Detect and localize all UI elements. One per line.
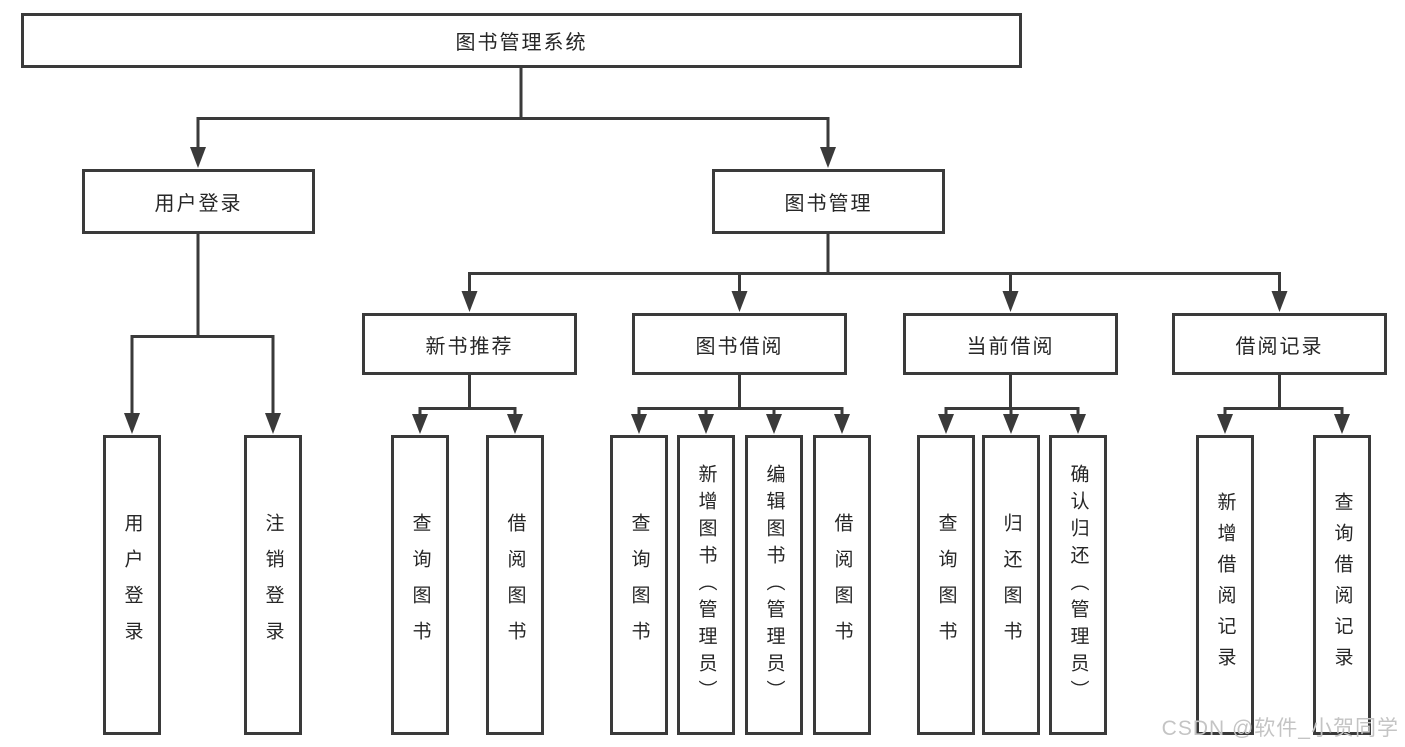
node-borrowing-records: 借阅记录 (1172, 313, 1387, 375)
leaf-add-borrow-record: 新增借阅记录 (1196, 435, 1254, 735)
node-label: 用户登录 (121, 513, 143, 657)
node-current-borrowing: 当前借阅 (903, 313, 1118, 375)
leaf-add-books-admin: 新增图书（管理员） (677, 435, 735, 735)
node-label: 归还图书 (1000, 513, 1022, 657)
leaf-query-books-recommend: 查询图书 (391, 435, 449, 735)
node-label: 确认归还（管理员） (1067, 463, 1089, 707)
leaf-user-login: 用户登录 (103, 435, 161, 735)
node-label: 借阅记录 (1235, 335, 1324, 358)
node-label: 借阅图书 (504, 513, 526, 657)
node-label: 查询图书 (409, 513, 431, 657)
node-label: 新增借阅记录 (1214, 492, 1236, 678)
node-book-borrowing: 图书借阅 (632, 313, 847, 375)
leaf-query-books-current: 查询图书 (917, 435, 975, 735)
leaf-edit-books-admin: 编辑图书（管理员） (745, 435, 803, 735)
node-new-book-recommend: 新书推荐 (362, 313, 577, 375)
node-label: 编辑图书（管理员） (763, 463, 785, 707)
leaf-query-books-borrowing: 查询图书 (610, 435, 668, 735)
node-label: 图书管理系统 (455, 32, 588, 54)
node-label: 图书管理 (784, 193, 873, 215)
node-label: 新增图书（管理员） (695, 463, 717, 707)
leaf-return-books: 归还图书 (982, 435, 1040, 735)
node-label: 查询图书 (935, 513, 957, 657)
node-label: 新书推荐 (425, 335, 514, 358)
node-label: 图书借阅 (695, 335, 784, 358)
node-user-login: 用户登录 (82, 169, 315, 234)
node-label: 用户登录 (154, 193, 243, 215)
leaf-confirm-return-admin: 确认归还（管理员） (1049, 435, 1107, 735)
node-label: 查询图书 (628, 513, 650, 657)
node-label: 注销登录 (262, 513, 284, 657)
node-book-management: 图书管理 (712, 169, 945, 234)
leaf-query-borrow-record: 查询借阅记录 (1313, 435, 1371, 735)
leaf-logout: 注销登录 (244, 435, 302, 735)
node-label: 查询借阅记录 (1331, 492, 1353, 678)
node-library-management-system: 图书管理系统 (21, 13, 1022, 68)
node-label: 当前借阅 (966, 335, 1055, 358)
node-label: 借阅图书 (831, 513, 853, 657)
leaf-borrow-books-recommend: 借阅图书 (486, 435, 544, 735)
leaf-borrow-books: 借阅图书 (813, 435, 871, 735)
